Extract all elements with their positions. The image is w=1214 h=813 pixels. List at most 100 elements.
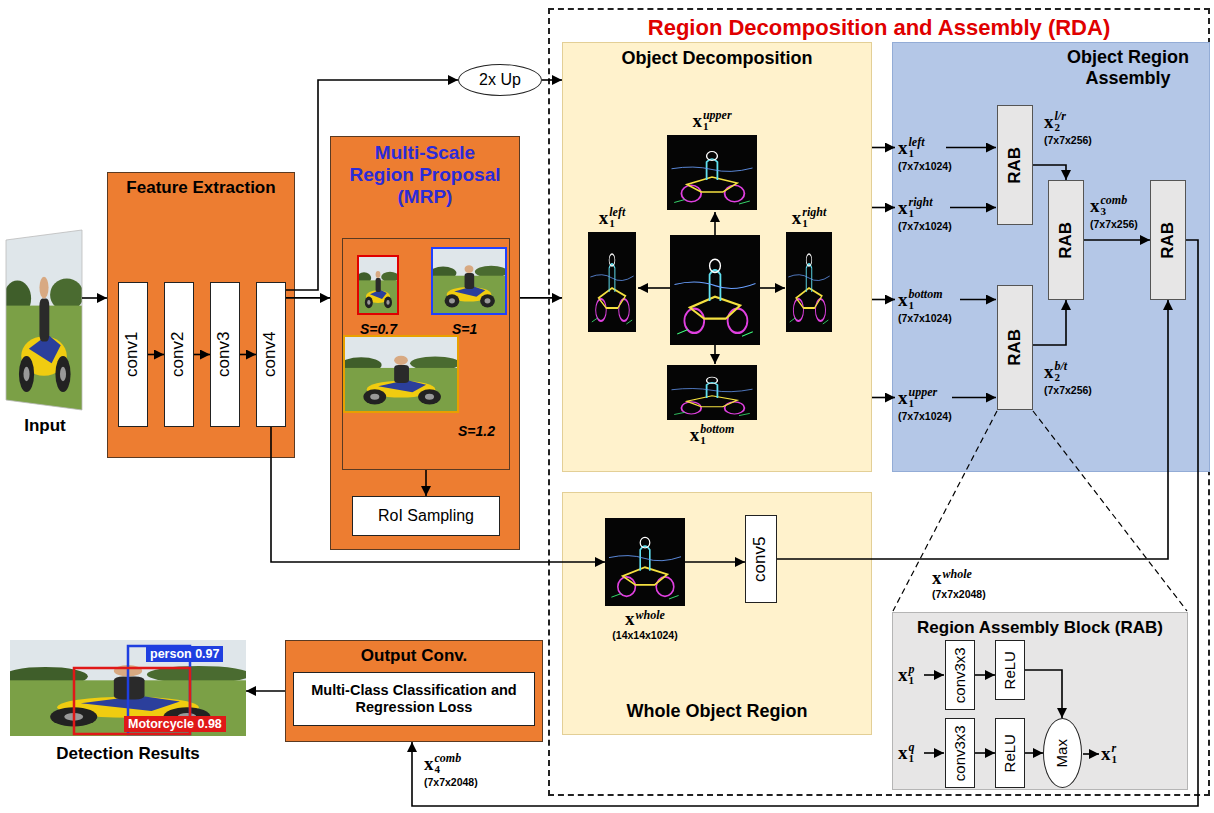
box-label: 2x Up	[475, 71, 525, 89]
superscript: left	[909, 136, 925, 148]
connector-arrow	[777, 300, 1168, 559]
math-label: xwhole(7x7x2048)	[932, 568, 986, 600]
scale-wrap: S=1	[452, 320, 477, 338]
rotated-label: Max	[1054, 739, 1071, 767]
index-stack: comb4	[435, 752, 462, 775]
math-variable: x	[625, 609, 635, 628]
detection-tag: person 0.97	[146, 646, 223, 662]
subscript: 1	[609, 218, 625, 229]
subscript: 2	[1055, 372, 1068, 383]
feature-arrow	[950, 207, 996, 209]
math-label: xp1	[898, 663, 915, 686]
connector-arrow	[194, 354, 210, 356]
connector-arrow	[286, 80, 458, 290]
math-row: xcomb3	[1090, 194, 1138, 217]
math-variable: x	[898, 290, 908, 309]
index-stack: left1	[609, 206, 625, 229]
tensor-size: (7x7x2048)	[424, 776, 478, 788]
math-label: xbottom1(7x7x1024)	[898, 288, 952, 324]
subscript: 1	[700, 435, 734, 446]
math-label: xcomb3(7x7x256)	[1090, 194, 1138, 230]
feature-map-left	[588, 232, 636, 332]
tensor-size: (14x14x1024)	[612, 629, 677, 641]
connector-arrow	[975, 752, 995, 754]
math-row: xq1	[898, 741, 915, 764]
index-stack: p1	[909, 663, 915, 686]
scale-label: S=1	[452, 321, 477, 337]
math-label: xupper1(7x7x1024)	[898, 386, 952, 422]
index-stack: bottom1	[700, 423, 734, 446]
rotated-label: ReLU	[1002, 651, 1019, 689]
rotated-label: conv5	[752, 536, 771, 581]
process-box: conv3	[210, 282, 240, 427]
rotated-label: conv1	[124, 332, 143, 377]
decompose-arrow	[638, 287, 670, 289]
rotated-label: RAB	[1159, 222, 1178, 259]
math-variable: x	[599, 208, 609, 227]
superscript: l/r	[1055, 110, 1066, 122]
panel-title: Feature Extraction	[108, 173, 294, 198]
math-row: xbottom1	[690, 423, 735, 446]
math-variable: x	[792, 208, 802, 227]
stage-panel: Object Region AssemblyRABRABRABRAB	[892, 42, 1210, 472]
rotated-label: RAB	[1057, 222, 1076, 259]
superscript: upper	[703, 109, 732, 121]
tensor-size: (7x7x1024)	[898, 410, 952, 422]
decompose-arrow	[760, 287, 785, 289]
tensor-size: (7x7x256)	[1044, 384, 1092, 396]
connector-arrow	[975, 674, 995, 676]
output-arrow	[1083, 753, 1099, 755]
superscript: p	[909, 663, 915, 675]
block-box: RAB	[997, 105, 1033, 225]
connector-arrow	[412, 240, 1198, 806]
connector-arrow	[1033, 300, 1066, 345]
math-row: xcomb4	[424, 752, 478, 775]
feature-arrow	[872, 207, 895, 209]
math-variable: x	[898, 138, 908, 157]
operation-ellipse: Max	[1043, 718, 1082, 788]
image-caption: Detection Results	[56, 744, 200, 763]
math-variable: x	[898, 198, 908, 217]
detection-tag: Motorcycle 0.98	[124, 716, 226, 732]
subscript: 1	[909, 753, 915, 764]
box-label: RoI Sampling	[374, 507, 478, 525]
math-variable: x	[424, 754, 434, 773]
math-row: xr1	[1101, 742, 1117, 765]
detection-tag-wrap: Motorcycle 0.98	[124, 714, 226, 732]
math-row: xp1	[898, 663, 915, 686]
panel-title: Output Conv.	[286, 641, 542, 666]
superscript: b/t	[1055, 360, 1068, 372]
math-variable: x	[1101, 744, 1111, 763]
index-stack: right1	[802, 206, 826, 229]
superscript: comb	[435, 752, 462, 764]
math-row: xl/r2	[1044, 110, 1092, 133]
feature-arrow	[872, 397, 895, 399]
subscript: 2	[1055, 122, 1066, 133]
subscript: 1	[802, 218, 826, 229]
block-box: RAB	[1048, 180, 1084, 300]
math-label: xright1(7x7x1024)	[898, 196, 952, 232]
math-row: xb/t2	[1044, 360, 1092, 383]
math-label: xupper1	[692, 109, 731, 132]
math-row: xright1	[898, 196, 952, 219]
subscript: 3	[1101, 206, 1128, 217]
decompose-arrow	[714, 212, 716, 235]
math-variable: x	[898, 388, 908, 407]
feature-map-center	[670, 235, 760, 345]
math-variable: x	[692, 111, 702, 130]
math-label: xleft1(7x7x1024)	[898, 136, 952, 172]
input-arrow	[924, 752, 944, 754]
rotated-label: RAB	[1006, 147, 1025, 184]
math-row: xupper1	[898, 386, 952, 409]
feature-map-upper	[667, 135, 757, 210]
process-box: conv3x3	[945, 718, 975, 788]
math-variable: x	[898, 665, 908, 684]
index-stack: upper1	[909, 386, 938, 409]
tensor-size: (7x7x2048)	[932, 588, 986, 600]
subscript: 1	[909, 300, 943, 311]
block-box: RAB	[1150, 180, 1186, 300]
index-stack: q1	[909, 741, 915, 764]
superscript: bottom	[909, 288, 943, 300]
zoom-leader	[893, 411, 1187, 611]
subscript: 1	[909, 675, 915, 686]
